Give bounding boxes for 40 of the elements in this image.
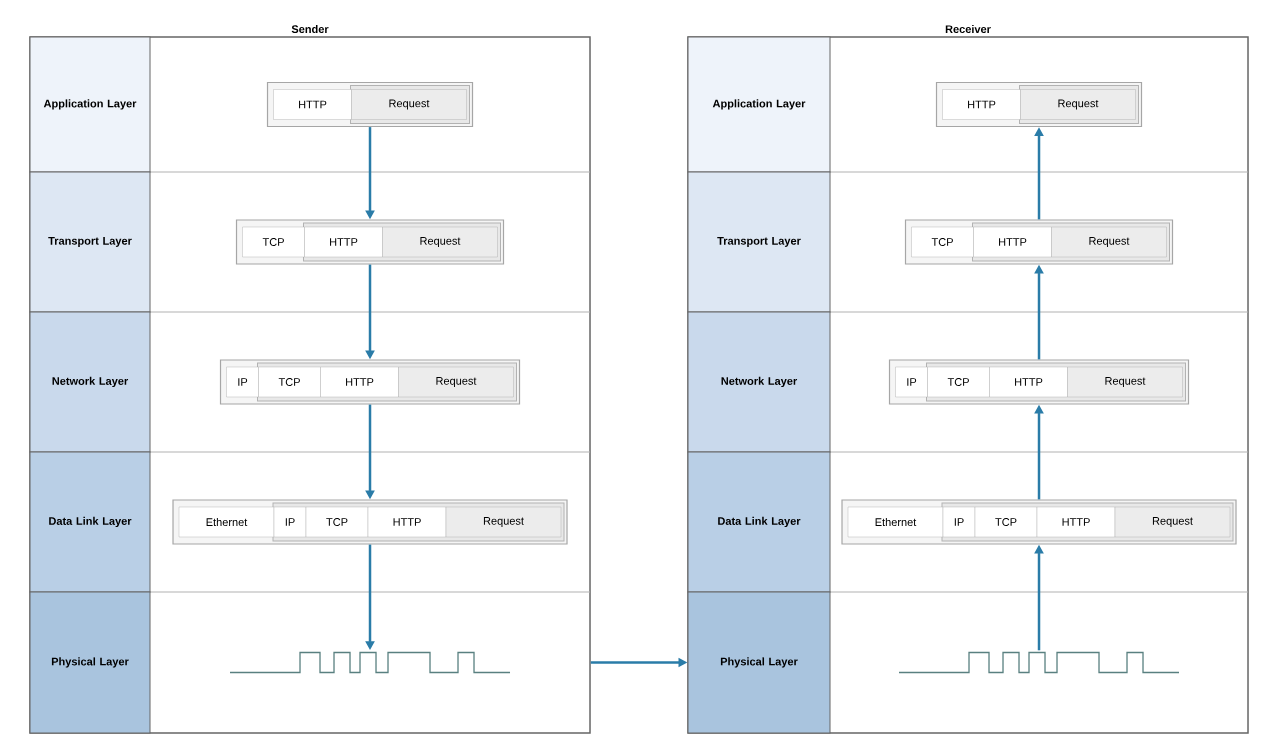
header-field: TCP bbox=[974, 506, 1038, 538]
header-field: HTTP bbox=[273, 89, 352, 120]
header-field: HTTP bbox=[304, 226, 383, 258]
header-field: Request bbox=[1051, 226, 1167, 258]
header-field: Request bbox=[1114, 506, 1231, 538]
layer-label: Application Layer bbox=[687, 36, 831, 173]
layer-label: Transport Layer bbox=[687, 171, 831, 313]
header-field: HTTP bbox=[973, 226, 1052, 258]
header-field: Request bbox=[1067, 366, 1183, 398]
header-field: TCP bbox=[305, 506, 369, 538]
header-field: IP bbox=[273, 506, 307, 538]
node-label: Receiver bbox=[945, 24, 991, 34]
header-field: IP bbox=[942, 506, 976, 538]
header-field: TCP bbox=[911, 226, 974, 258]
header-field: TCP bbox=[242, 226, 305, 258]
layer-label: Data Link Layer bbox=[687, 451, 831, 593]
node-label: Sender bbox=[291, 24, 329, 34]
header-field: Request bbox=[382, 226, 498, 258]
header-field: Request bbox=[1020, 89, 1136, 120]
header-field: HTTP bbox=[367, 506, 447, 538]
signal-waveform bbox=[898, 651, 1180, 674]
header-field: IP bbox=[895, 366, 928, 398]
header-field: HTTP bbox=[1036, 506, 1116, 538]
layer-label: Data Link Layer bbox=[29, 451, 151, 593]
header-field: HTTP bbox=[942, 89, 1021, 120]
header-field: IP bbox=[226, 366, 259, 398]
layer-label: Physical Layer bbox=[687, 591, 831, 734]
header-field: Request bbox=[398, 366, 514, 398]
header-field: Request bbox=[351, 89, 467, 120]
layer-label: Application Layer bbox=[29, 36, 151, 173]
header-field: HTTP bbox=[320, 366, 399, 398]
header-field: HTTP bbox=[989, 366, 1068, 398]
layer-label: Network Layer bbox=[687, 311, 831, 453]
header-field: TCP bbox=[258, 366, 321, 398]
signal-waveform bbox=[229, 651, 511, 674]
layer-label: Transport Layer bbox=[29, 171, 151, 313]
layer-label: Physical Layer bbox=[29, 591, 151, 734]
layer-label: Network Layer bbox=[29, 311, 151, 453]
header-field: TCP bbox=[927, 366, 990, 398]
header-field: Request bbox=[445, 506, 562, 538]
